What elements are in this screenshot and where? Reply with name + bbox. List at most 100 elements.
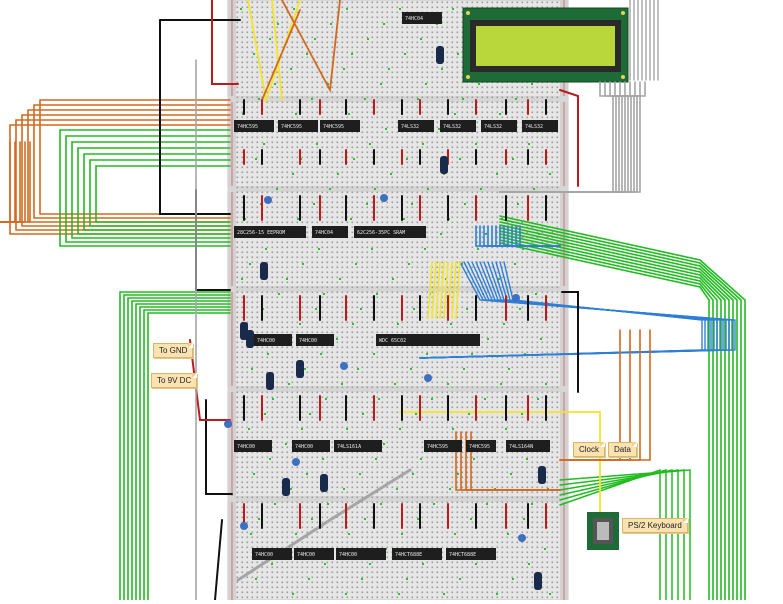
hole-marker — [323, 293, 325, 295]
ic-chip-label: 74HC595 — [427, 444, 448, 450]
hole-marker — [248, 428, 250, 430]
hole-marker — [336, 338, 338, 340]
wire — [451, 261, 457, 319]
hole-marker — [411, 203, 413, 205]
ic-chip — [506, 440, 550, 452]
hole-marker — [408, 263, 410, 265]
hole-marker — [240, 8, 242, 10]
hole-marker — [371, 248, 373, 250]
hole-marker — [355, 263, 357, 265]
ic-chip — [334, 440, 382, 452]
hole-marker — [353, 158, 355, 160]
ic-chip-label: 74HCT688E — [395, 552, 422, 558]
hole-marker — [544, 548, 546, 550]
hole-marker — [514, 263, 516, 265]
hole-marker — [512, 578, 514, 580]
hole-marker — [258, 98, 260, 100]
hole-marker — [359, 473, 361, 475]
hole-marker — [503, 323, 505, 325]
hole-marker — [267, 353, 269, 355]
ceramic-capacitor — [518, 534, 526, 542]
ic-chip — [402, 12, 442, 24]
hole-marker — [507, 533, 509, 535]
hole-marker — [297, 218, 299, 220]
hole-marker — [269, 38, 271, 40]
hole-marker — [510, 473, 512, 475]
hole-marker — [306, 53, 308, 55]
hole-marker — [526, 458, 528, 460]
hole-marker — [396, 488, 398, 490]
hole-marker — [301, 428, 303, 430]
wire — [119, 291, 231, 601]
ic-chip-label: 74LS161A — [337, 444, 361, 450]
hole-marker — [549, 593, 551, 595]
hole-marker — [278, 293, 280, 295]
hole-marker — [378, 398, 380, 400]
wire — [559, 469, 667, 601]
capacitor — [296, 360, 304, 378]
hole-marker — [286, 278, 288, 280]
hole-marker — [480, 188, 482, 190]
hole-marker — [415, 413, 417, 415]
hole-marker — [314, 38, 316, 40]
ic-chip-label: 74HC595 — [323, 124, 344, 130]
ic-chip — [312, 226, 348, 238]
hole-marker — [364, 98, 366, 100]
wire — [399, 411, 601, 513]
ic-chip-label: 74HC595 — [237, 124, 258, 130]
wire — [143, 309, 231, 601]
wire — [431, 261, 437, 319]
wire — [123, 294, 231, 601]
hole-marker — [401, 533, 403, 535]
wire — [77, 147, 231, 235]
hole-marker — [383, 23, 385, 25]
hole-marker — [487, 338, 489, 340]
wire — [261, 9, 301, 101]
hole-marker — [255, 578, 257, 580]
hole-marker — [477, 248, 479, 250]
hole-marker — [309, 413, 311, 415]
hole-marker — [364, 518, 366, 520]
capacitor — [320, 474, 328, 492]
hole-marker — [425, 83, 427, 85]
hole-marker — [362, 413, 364, 415]
ic-chip — [336, 548, 386, 560]
hole-marker — [398, 593, 400, 595]
hole-marker — [316, 143, 318, 145]
ic-chip-label: 62C256-35PC SRAM — [357, 230, 405, 236]
hole-marker — [397, 323, 399, 325]
hole-marker — [263, 143, 265, 145]
hole-marker — [295, 533, 297, 535]
hole-marker — [466, 308, 468, 310]
hole-marker — [304, 368, 306, 370]
wire — [189, 339, 231, 421]
hole-marker — [360, 308, 362, 310]
hole-marker — [406, 578, 408, 580]
hole-marker — [413, 308, 415, 310]
wire — [455, 261, 461, 319]
lcd-module — [462, 7, 629, 83]
hole-marker — [313, 203, 315, 205]
hole-marker — [306, 473, 308, 475]
ic-chip-label: 74HC00 — [299, 338, 317, 344]
hole-marker — [464, 203, 466, 205]
ic-chip — [446, 548, 496, 560]
wire — [499, 221, 738, 601]
label-ps2-keyboard: PS/2 Keyboard — [622, 518, 688, 533]
wire — [214, 519, 223, 601]
ic-chip-label: 74HC00 — [297, 552, 315, 558]
wire — [147, 312, 231, 601]
ic-chip — [234, 226, 306, 238]
wire — [139, 306, 231, 601]
ic-chip-label: 74HC04 — [405, 16, 423, 22]
capacitor — [436, 46, 444, 64]
hole-marker — [420, 38, 422, 40]
capacitor — [534, 572, 542, 590]
capacitor — [440, 156, 448, 174]
hole-marker — [249, 263, 251, 265]
hole-marker — [524, 353, 526, 355]
ceramic-capacitor — [240, 522, 248, 530]
ic-chip — [254, 334, 292, 346]
hole-marker — [380, 83, 382, 85]
hole-marker — [404, 53, 406, 55]
